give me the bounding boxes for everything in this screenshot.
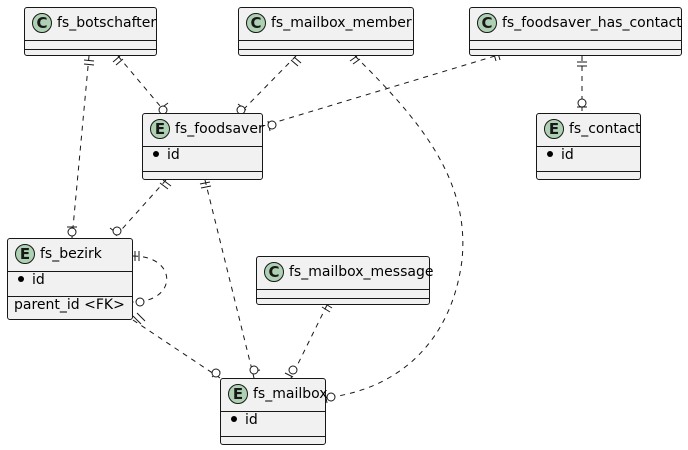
edge-botschafter-bezirk xyxy=(71,55,90,239)
attribute-row: id xyxy=(143,146,262,171)
entity-badge-icon: E xyxy=(15,244,35,264)
class-fs-mailbox-message[interactable]: C fs_mailbox_message xyxy=(256,256,434,305)
class-name: fs_foodsaver_has_contact xyxy=(502,15,682,31)
class-name: fs_mailbox_message xyxy=(289,264,434,280)
class-name: fs_mailbox_member xyxy=(271,15,412,31)
edge-foodsaver-bezirk xyxy=(113,179,167,239)
key-dot-icon xyxy=(153,151,159,157)
class-badge-icon: C xyxy=(264,262,284,282)
entity-badge-icon: E xyxy=(228,384,248,404)
edge-has-contact-foodsaver xyxy=(262,55,496,127)
entity-name: fs_contact xyxy=(569,121,641,137)
entity-name: fs_foodsaver xyxy=(175,121,264,137)
key-dot-icon xyxy=(231,416,237,422)
class-badge-icon: C xyxy=(246,13,266,33)
class-fs-mailbox-member[interactable]: C fs_mailbox_member xyxy=(238,7,414,56)
edge-foodsaver-mailbox xyxy=(204,179,255,379)
entity-badge-icon: E xyxy=(150,119,170,139)
class-fs-foodsaver-has-contact[interactable]: C fs_foodsaver_has_contact xyxy=(469,7,682,56)
class-badge-icon: C xyxy=(32,13,52,33)
class-name: fs_botschafter xyxy=(57,15,157,31)
entity-name: fs_bezirk xyxy=(40,246,102,262)
edge-mailbox-member-foodsaver xyxy=(239,55,297,114)
edge-bezirk-self xyxy=(132,255,168,303)
attribute-row: id xyxy=(8,271,132,296)
edge-bezirk-mailbox xyxy=(132,319,221,379)
entity-name: fs_mailbox xyxy=(253,386,328,402)
entity-fs-foodsaver[interactable]: E fs_foodsaver id xyxy=(142,113,264,180)
edge-end-markers xyxy=(67,52,587,404)
key-dot-icon xyxy=(18,276,24,282)
edge-message-mailbox xyxy=(290,304,328,379)
foreign-key-row: parent_id <FK> xyxy=(8,296,132,321)
edge-mailbox-member-mailbox xyxy=(323,55,464,399)
class-badge-icon: C xyxy=(477,13,497,33)
entity-fs-bezirk[interactable]: E fs_bezirk id parent_id <FK> xyxy=(7,238,133,320)
attribute-row: id xyxy=(537,146,640,171)
class-fs-botschafter[interactable]: C fs_botschafter xyxy=(24,7,157,56)
entity-fs-mailbox[interactable]: E fs_mailbox id xyxy=(220,378,328,445)
key-dot-icon xyxy=(547,151,553,157)
entity-fs-contact[interactable]: E fs_contact id xyxy=(536,113,641,180)
entity-badge-icon: E xyxy=(544,119,564,139)
attribute-row: id xyxy=(221,411,325,436)
edge-botschafter-foodsaver xyxy=(117,55,167,114)
